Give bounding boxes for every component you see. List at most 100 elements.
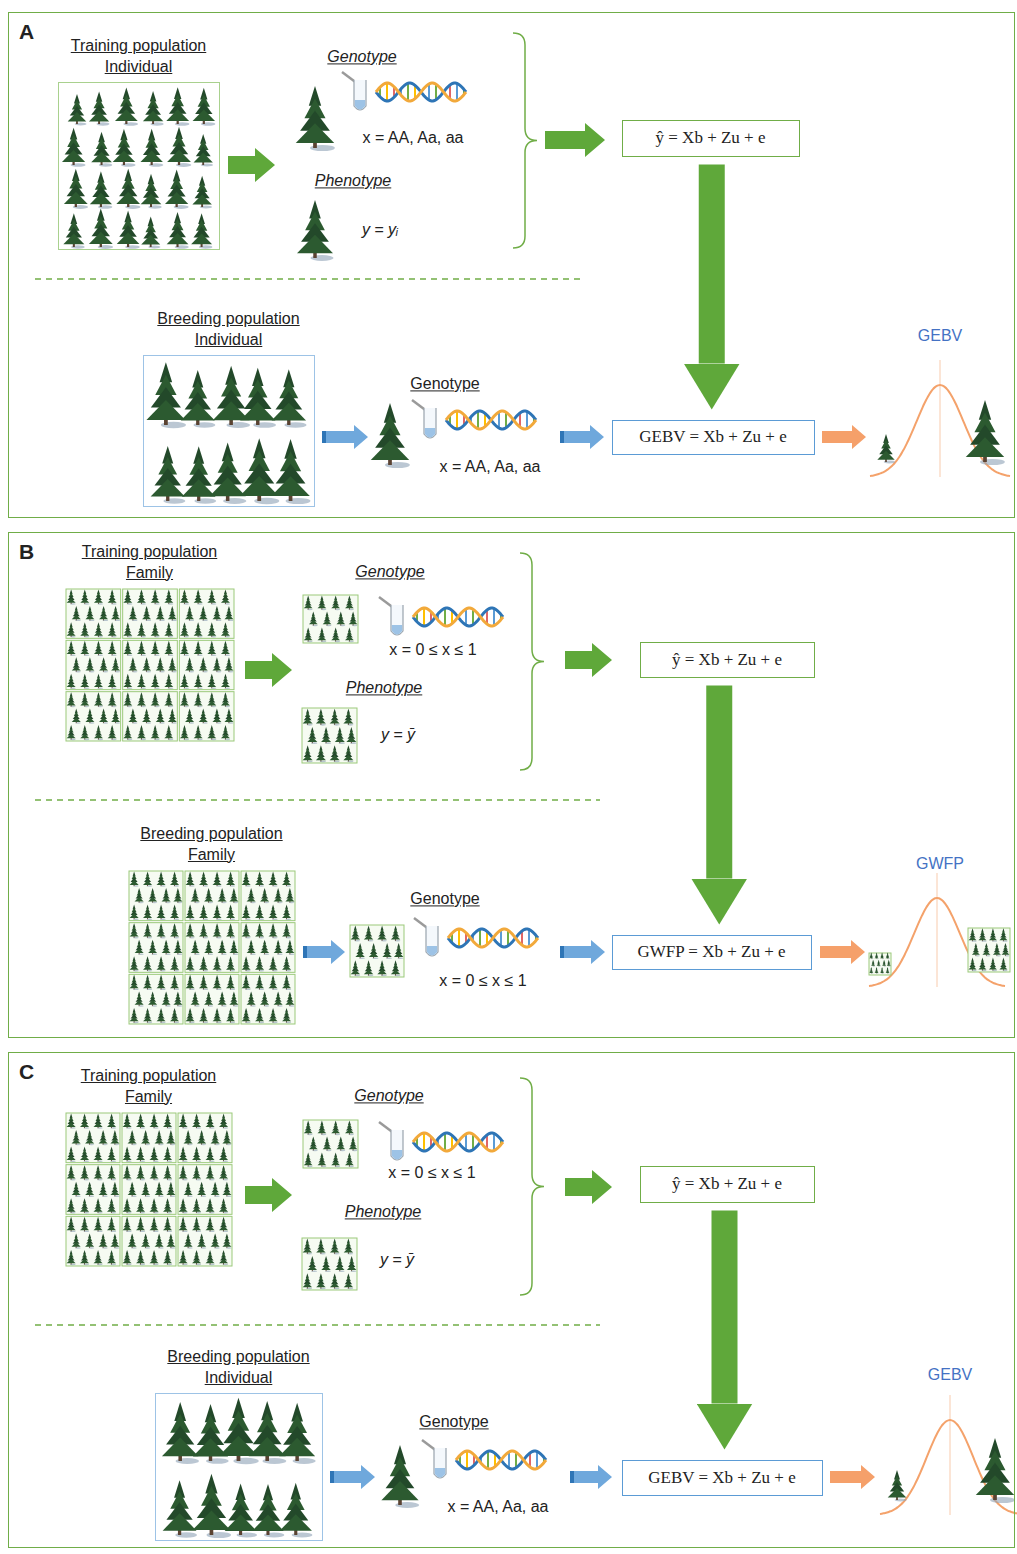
tree-crown [141,235,160,245]
tree-crown [255,965,264,970]
tree-icon [180,692,189,707]
tree-crown [199,932,208,937]
tree-crown [181,403,215,421]
tree-icon [282,871,291,886]
tree-crown [226,984,235,989]
dna-strand [413,608,503,626]
tree-crown [260,897,269,902]
family-plot [66,589,121,638]
tree-crown [212,666,221,671]
tree-icon [151,692,160,707]
tree-icon [345,627,354,642]
tree-crown [135,948,144,953]
tree-crown [212,717,221,722]
tree-icon [213,1008,222,1023]
tree-icon [194,589,203,604]
dna-rung [444,608,446,625]
tree-crown [218,897,227,902]
tree-crown [157,932,166,937]
tree-icon [255,905,264,920]
tree-crown [80,682,89,687]
family-plot-frame [179,640,234,689]
tree-icon [94,589,103,604]
tree-icon [221,622,230,637]
tree-icon [180,674,189,689]
tree-shadow [307,609,313,610]
tree-icon [349,611,358,626]
tree-icon [336,611,345,626]
tree-icon [143,91,164,126]
block-arrow [565,643,612,677]
tree-icon [123,725,132,740]
tree-crown [194,631,203,636]
tree-crown [173,1000,182,1005]
tree-crown [62,150,85,162]
tree-icon [255,956,264,971]
tree-crown [130,965,139,970]
tree-crown [186,880,195,885]
tree-icon [346,727,356,744]
tree-crown [170,965,179,970]
tree-crown [94,682,103,687]
tree-crown [213,880,222,885]
tree-crown [166,109,189,121]
tree-crown [108,682,117,687]
tree-crown [67,649,76,654]
tree-icon [204,888,213,903]
tree-icon [85,657,94,672]
tree-crown [226,913,235,918]
tree-crown [242,932,251,937]
tree-crown [185,717,194,722]
tree-crown [164,649,173,654]
tree-crown [345,604,354,609]
bracket [520,553,544,770]
tree-crown [226,880,235,885]
tree-icon [199,709,208,724]
tree-icon [85,709,94,724]
tree-crown [128,666,137,671]
tree-icon [148,888,157,903]
dna-rung [428,84,430,100]
tree-crown [180,649,189,654]
tree-icon [191,888,200,903]
family-plot-frame [66,692,121,741]
test-tube [354,80,366,110]
block-arrow [228,148,275,182]
tree-crown [80,649,89,654]
family-plot [129,974,183,1024]
tree-icon [247,940,256,955]
tree-crown [123,701,132,706]
tree-icon [170,975,179,990]
tree-crown [67,701,76,706]
family-plot [179,640,234,689]
tree-icon [181,370,216,428]
tree-icon [180,641,189,656]
tree-crown [170,984,179,989]
family-plot-frame [123,692,178,741]
tree-icon [199,975,208,990]
dna-strand [376,83,466,101]
tree-icon [108,622,117,637]
tree-crown [123,631,132,636]
tree-icon [142,657,151,672]
tree-icon [331,595,340,610]
tree-icon [173,940,182,955]
tree-icon [210,442,247,504]
tree-crown [130,913,139,918]
family-plot [185,871,239,921]
tree-icon [108,641,117,656]
tree-icon [321,727,331,744]
family-plot [123,692,178,741]
tree-crown [285,897,294,902]
tree-shadow [326,625,332,626]
tree-crown [331,604,340,609]
tree-crown [247,897,256,902]
tree-icon [316,709,326,726]
tree-crown [142,666,151,671]
tree-crown [221,649,230,654]
tree-icon [229,940,238,955]
tree-icon [240,368,276,428]
tree-crown [224,615,233,620]
tree-crown [94,631,103,636]
tree-icon [242,871,251,886]
